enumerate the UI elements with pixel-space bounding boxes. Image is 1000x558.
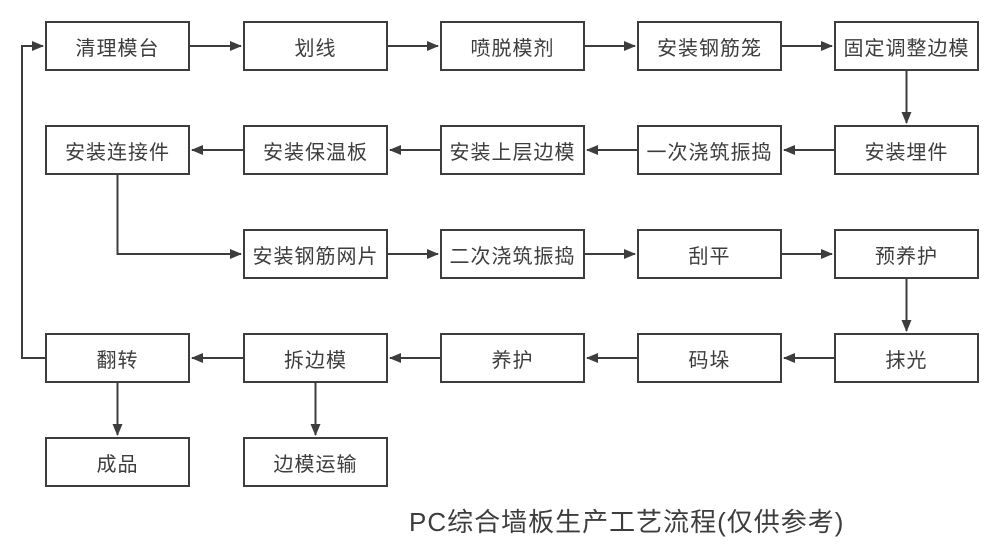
node-stacking: 码垛 [637, 333, 782, 383]
node-second-pour-vibrate: 二次浇筑振捣 [440, 229, 585, 279]
node-clean-mold-table: 清理模台 [45, 21, 190, 71]
node-curing: 养护 [440, 333, 585, 383]
node-marking: 划线 [243, 21, 388, 71]
node-remove-side-mold: 拆边模 [243, 333, 388, 383]
diagram-caption: PC综合墙板生产工艺流程(仅供参考) [409, 507, 845, 537]
node-spray-release-agent: 喷脱模剂 [440, 21, 585, 71]
node-install-upper-side-mold: 安装上层边模 [440, 125, 585, 175]
node-first-pour-vibrate: 一次浇筑振捣 [637, 125, 782, 175]
node-install-rebar-cage: 安装钢筋笼 [637, 21, 782, 71]
arrow-flipping-to-clean-mold-table-loop [21, 41, 45, 359]
node-troweling: 抹光 [834, 333, 979, 383]
node-screeding: 刮平 [637, 229, 782, 279]
node-side-mold-transport: 边模运输 [243, 437, 388, 487]
node-finished-product: 成品 [45, 437, 190, 487]
node-pre-curing: 预养护 [834, 229, 979, 279]
node-install-embedded-parts: 安装埋件 [834, 125, 979, 175]
node-fix-adjust-side-mold: 固定调整边模 [834, 21, 979, 71]
node-install-insulation-board: 安装保温板 [243, 125, 388, 175]
node-flipping: 翻转 [45, 333, 190, 383]
arrow-install-connectors-to-install-rebar-mesh [116, 175, 242, 259]
node-install-connectors: 安装连接件 [45, 125, 190, 175]
node-install-rebar-mesh: 安装钢筋网片 [243, 229, 388, 279]
